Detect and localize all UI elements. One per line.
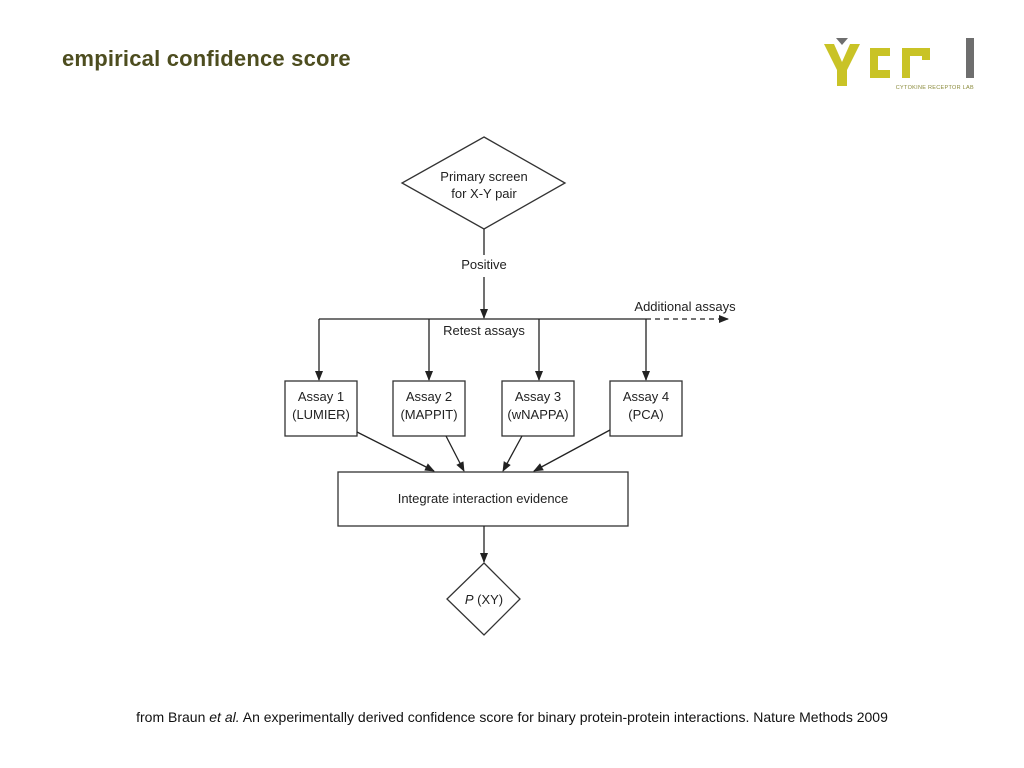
assay-4-label-line1: Assay 4 [623, 389, 669, 404]
logo-l-mark [966, 38, 974, 78]
assay-3-label-line2: (wNAPPA) [507, 407, 568, 422]
citation-prefix: from Braun [136, 709, 210, 725]
slide-title: empirical confidence score [62, 46, 351, 71]
positive-label: Positive [461, 257, 507, 272]
assay-3-box [501, 380, 575, 437]
assay-2-box [392, 380, 466, 437]
citation: from Braun et al. An experimentally deri… [0, 709, 1024, 725]
assay-1-label-line2: (LUMIER) [292, 407, 350, 422]
primary-screen-label-line2: for X-Y pair [451, 186, 517, 201]
citation-rest: An experimentally derived confidence sco… [239, 709, 888, 725]
logo-subtitle: CYTOKINE RECEPTOR LAB [896, 85, 974, 91]
logo-c-mark [870, 48, 890, 78]
assay-1-label-line1: Assay 1 [298, 389, 344, 404]
assay-2-label-line1: Assay 2 [406, 389, 452, 404]
primary-screen-label-line1: Primary screen [440, 169, 527, 184]
ycrl-logo: CYTOKINE RECEPTOR LAB [824, 38, 974, 91]
result-diamond [446, 562, 521, 636]
assay-1-box [284, 380, 358, 437]
assay-4-box [609, 380, 683, 437]
additional-assays-label: Additional assays [634, 299, 736, 314]
result-variable: P [465, 592, 474, 607]
connector-assay-4-to-integrate [533, 429, 611, 472]
logo-y-mark [824, 38, 860, 86]
retest-assays-label: Retest assays [443, 323, 525, 338]
logo-r-mark [902, 48, 930, 78]
result-label: P (XY) [465, 592, 503, 607]
connector-assay-2-to-integrate [445, 435, 465, 472]
connector-assay-3-to-integrate [502, 435, 523, 472]
assay-2-label-line2: (MAPPIT) [400, 407, 457, 422]
connector-assay-1-to-integrate [356, 431, 435, 472]
integrate-evidence-box [337, 471, 629, 527]
assay-3-label-line1: Assay 3 [515, 389, 561, 404]
result-argument: (XY) [474, 592, 504, 607]
integrate-evidence-label: Integrate interaction evidence [398, 491, 569, 506]
citation-etal: et al. [209, 709, 240, 725]
assay-4-label-line2: (PCA) [628, 407, 663, 422]
